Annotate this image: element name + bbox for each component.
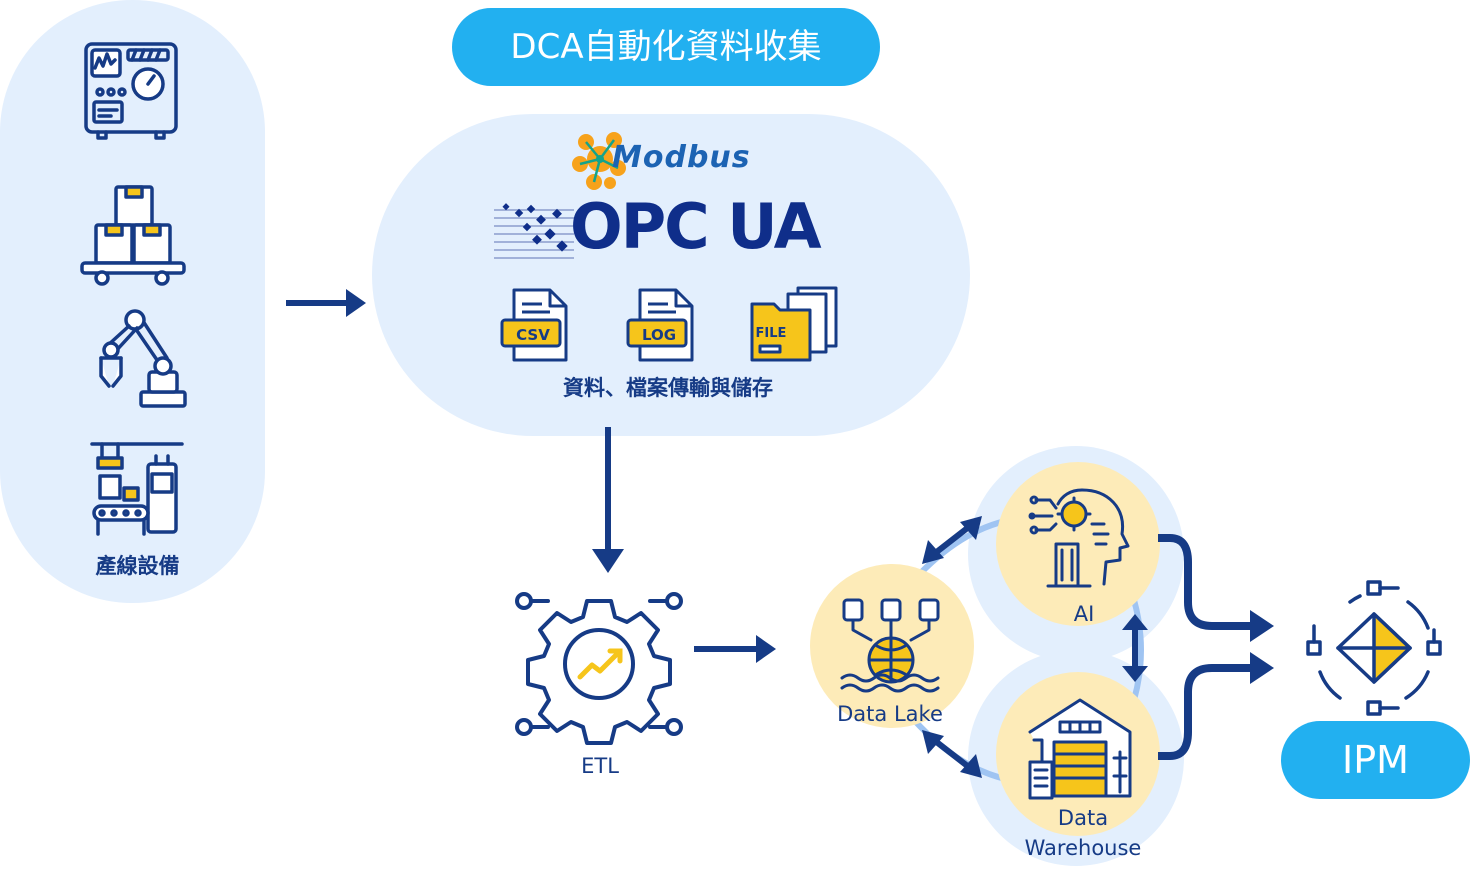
arrow-ai-warehouse	[1122, 614, 1148, 682]
ai-label: AI	[1073, 602, 1095, 626]
data-warehouse-label-line2: Warehouse	[1024, 836, 1142, 860]
ipm-label: IPM	[1281, 721, 1470, 799]
arrow-equipment-to-collection	[286, 289, 366, 317]
opc-ua-label: OPC UA	[570, 190, 822, 263]
ai-head-icon	[1028, 488, 1130, 588]
log-file-icon	[626, 288, 694, 362]
page-title: DCA自動化資料收集	[452, 8, 880, 86]
file-folder-label: FILE	[755, 326, 787, 341]
arrow-warehouse-to-ipm	[1158, 652, 1274, 760]
log-file-label: LOG	[641, 326, 677, 344]
modbus-label: Modbus	[612, 140, 751, 175]
opc-ua-logo-icon	[494, 203, 574, 259]
factory-machine-icon	[90, 442, 184, 536]
control-panel-icon	[84, 42, 178, 140]
arrow-lake-warehouse	[922, 730, 982, 778]
arrow-etl-to-datalake	[694, 635, 776, 663]
file-folder-icon	[750, 286, 838, 362]
csv-file-icon	[500, 288, 568, 362]
pallet-boxes-icon	[80, 185, 186, 286]
collection-caption: 資料、檔案傳輸與儲存	[563, 376, 773, 400]
etl-label: ETL	[581, 754, 619, 778]
arrow-collection-to-etl	[592, 427, 624, 573]
data-warehouse-label-line1: Data	[1057, 806, 1109, 830]
robot-arm-icon	[99, 309, 187, 408]
data-warehouse-icon	[1028, 698, 1132, 800]
modbus-logo-icon	[572, 132, 626, 190]
etl-gear-icon	[515, 592, 683, 745]
arrow-lake-ai	[922, 516, 982, 564]
arrow-ai-to-ipm	[1158, 534, 1274, 642]
data-collection-cloud	[372, 114, 970, 436]
data-lake-label: Data Lake	[837, 702, 943, 726]
ipm-network-icon	[1306, 580, 1442, 716]
csv-file-label: CSV	[516, 326, 550, 344]
data-lake-icon	[840, 598, 940, 693]
equipment-label: 產線設備	[95, 554, 180, 578]
